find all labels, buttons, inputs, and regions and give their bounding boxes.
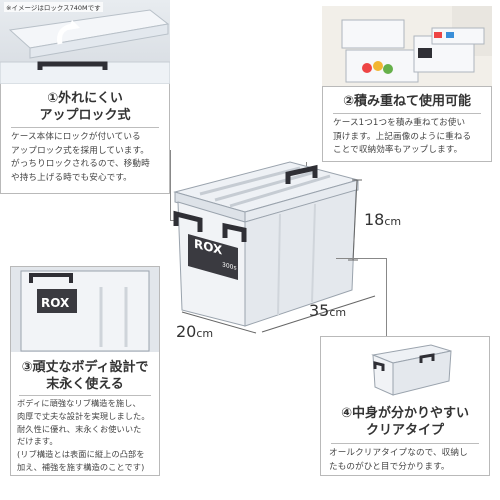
- feature-panel-stackable: ②積み重ねて使用可能 ケース1つ1つを積み重ねてお使い 頂けます。上記画像のよう…: [322, 86, 492, 162]
- connector-line: [170, 150, 171, 220]
- svg-text:ROX: ROX: [41, 296, 70, 310]
- dimension-unit: cm: [329, 306, 347, 319]
- dimension-width: 20cm: [176, 322, 213, 341]
- dimension-depth: 35cm: [309, 301, 346, 320]
- feature-divider: [19, 395, 151, 396]
- product-box: [173, 161, 360, 327]
- connector-line: [336, 258, 386, 259]
- feature-title: ②積み重ねて使用可能: [342, 94, 471, 109]
- feature-body: ケース1つ1つを積み重ねてお使い 頂けます。上記画像のように重ねる ことで収納効…: [333, 118, 472, 155]
- feature-divider: [11, 127, 159, 128]
- dimension-height: 18cm: [364, 210, 401, 229]
- clear-box-illustration: [371, 344, 452, 396]
- feature-body: ケース本体にロックが付いている アップロック式を採用しています。 がっちりロック…: [11, 132, 150, 183]
- feature-title: ①外れにくい アップロック式: [39, 91, 131, 123]
- feature-divider: [333, 113, 481, 114]
- ribbed-illustration: ROX: [11, 267, 159, 352]
- feature-body: オールクリアタイプなので、収納し たものがひと目で分かります。: [329, 448, 468, 472]
- image-note-caption: ※イメージはロックス740Mです: [4, 2, 103, 12]
- feature-panel-uplock: ①外れにくい アップロック式 ケース本体にロックが付いている アップロック式を採…: [0, 84, 170, 194]
- clear-photo: [321, 337, 489, 401]
- uplock-illustration: [0, 9, 170, 84]
- feature-panel-clear: ④中身が分かりやすい クリアタイプ オールクリアタイプなので、収納し たものがひ…: [320, 336, 490, 476]
- stacked-illustration: [322, 6, 492, 86]
- ribbed-photo: ROX: [11, 267, 159, 352]
- feature-divider: [331, 443, 479, 444]
- dimension-unit: cm: [196, 327, 214, 340]
- uplock-photo: ※イメージはロックス740Mです: [0, 0, 170, 84]
- feature-panel-ribbed: ROX ③頑丈なボディ設計で 末永く使える ボディに頑強なリブ構造を施し、 肉厚…: [10, 266, 160, 476]
- feature-body: ボディに頑強なリブ構造を施し、 肉厚で丈夫な設計を実現しました。 耐久性に優れ、…: [17, 398, 150, 472]
- connector-line: [386, 258, 387, 336]
- feature-title: ③頑丈なボディ設計で 末永く使える: [21, 360, 149, 392]
- dimension-depth-value: 35: [309, 301, 330, 320]
- feature-title: ④中身が分かりやすい クリアタイプ: [340, 406, 469, 438]
- stacked-photo: [322, 6, 492, 86]
- dimension-width-value: 20: [176, 322, 197, 341]
- dimension-height-value: 18: [364, 210, 385, 229]
- dimension-unit: cm: [384, 215, 402, 228]
